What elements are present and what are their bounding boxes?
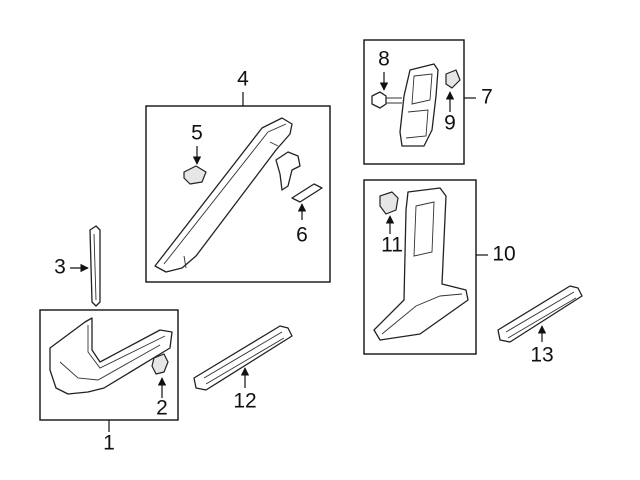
group-box-10 bbox=[363, 179, 477, 355]
clip-part-2 bbox=[151, 353, 169, 375]
callout-6: 6 bbox=[296, 224, 308, 247]
callout-5: 5 bbox=[191, 122, 203, 145]
callout-11: 11 bbox=[381, 234, 403, 257]
group-1: 2 1 bbox=[39, 309, 179, 455]
callout-7: 7 bbox=[481, 86, 493, 109]
clip-part-9 bbox=[445, 69, 461, 89]
clip-part-5 bbox=[183, 165, 207, 185]
callout-13: 13 bbox=[530, 344, 553, 367]
group-4: 4 5 6 bbox=[145, 68, 331, 283]
group-box-4 bbox=[145, 105, 331, 283]
lower-trim-part bbox=[373, 187, 469, 341]
scuff-plate-part-12 bbox=[193, 325, 293, 391]
callout-8: 8 bbox=[378, 48, 390, 71]
group-12: 12 bbox=[193, 325, 293, 413]
group-13: 13 bbox=[497, 285, 583, 367]
callout-1: 1 bbox=[103, 432, 115, 455]
callout-10: 10 bbox=[492, 243, 515, 266]
callout-2: 2 bbox=[156, 397, 168, 420]
callout-9: 9 bbox=[444, 112, 456, 135]
callout-12: 12 bbox=[233, 390, 256, 413]
bolt-part-8 bbox=[371, 91, 387, 109]
group-7: 7 8 9 bbox=[363, 39, 493, 165]
callout-4: 4 bbox=[237, 68, 249, 91]
pillar-trim-part bbox=[154, 117, 293, 273]
retainer-part bbox=[275, 151, 301, 191]
upper-trim-part bbox=[399, 63, 439, 147]
group-3: 3 bbox=[54, 225, 101, 307]
callout-3: 3 bbox=[54, 256, 66, 279]
clip-part-11 bbox=[379, 191, 399, 215]
kick-panel-part bbox=[49, 317, 173, 395]
pad-part-6 bbox=[291, 183, 323, 203]
group-box-7 bbox=[363, 39, 465, 165]
group-10: 10 11 bbox=[363, 179, 516, 355]
